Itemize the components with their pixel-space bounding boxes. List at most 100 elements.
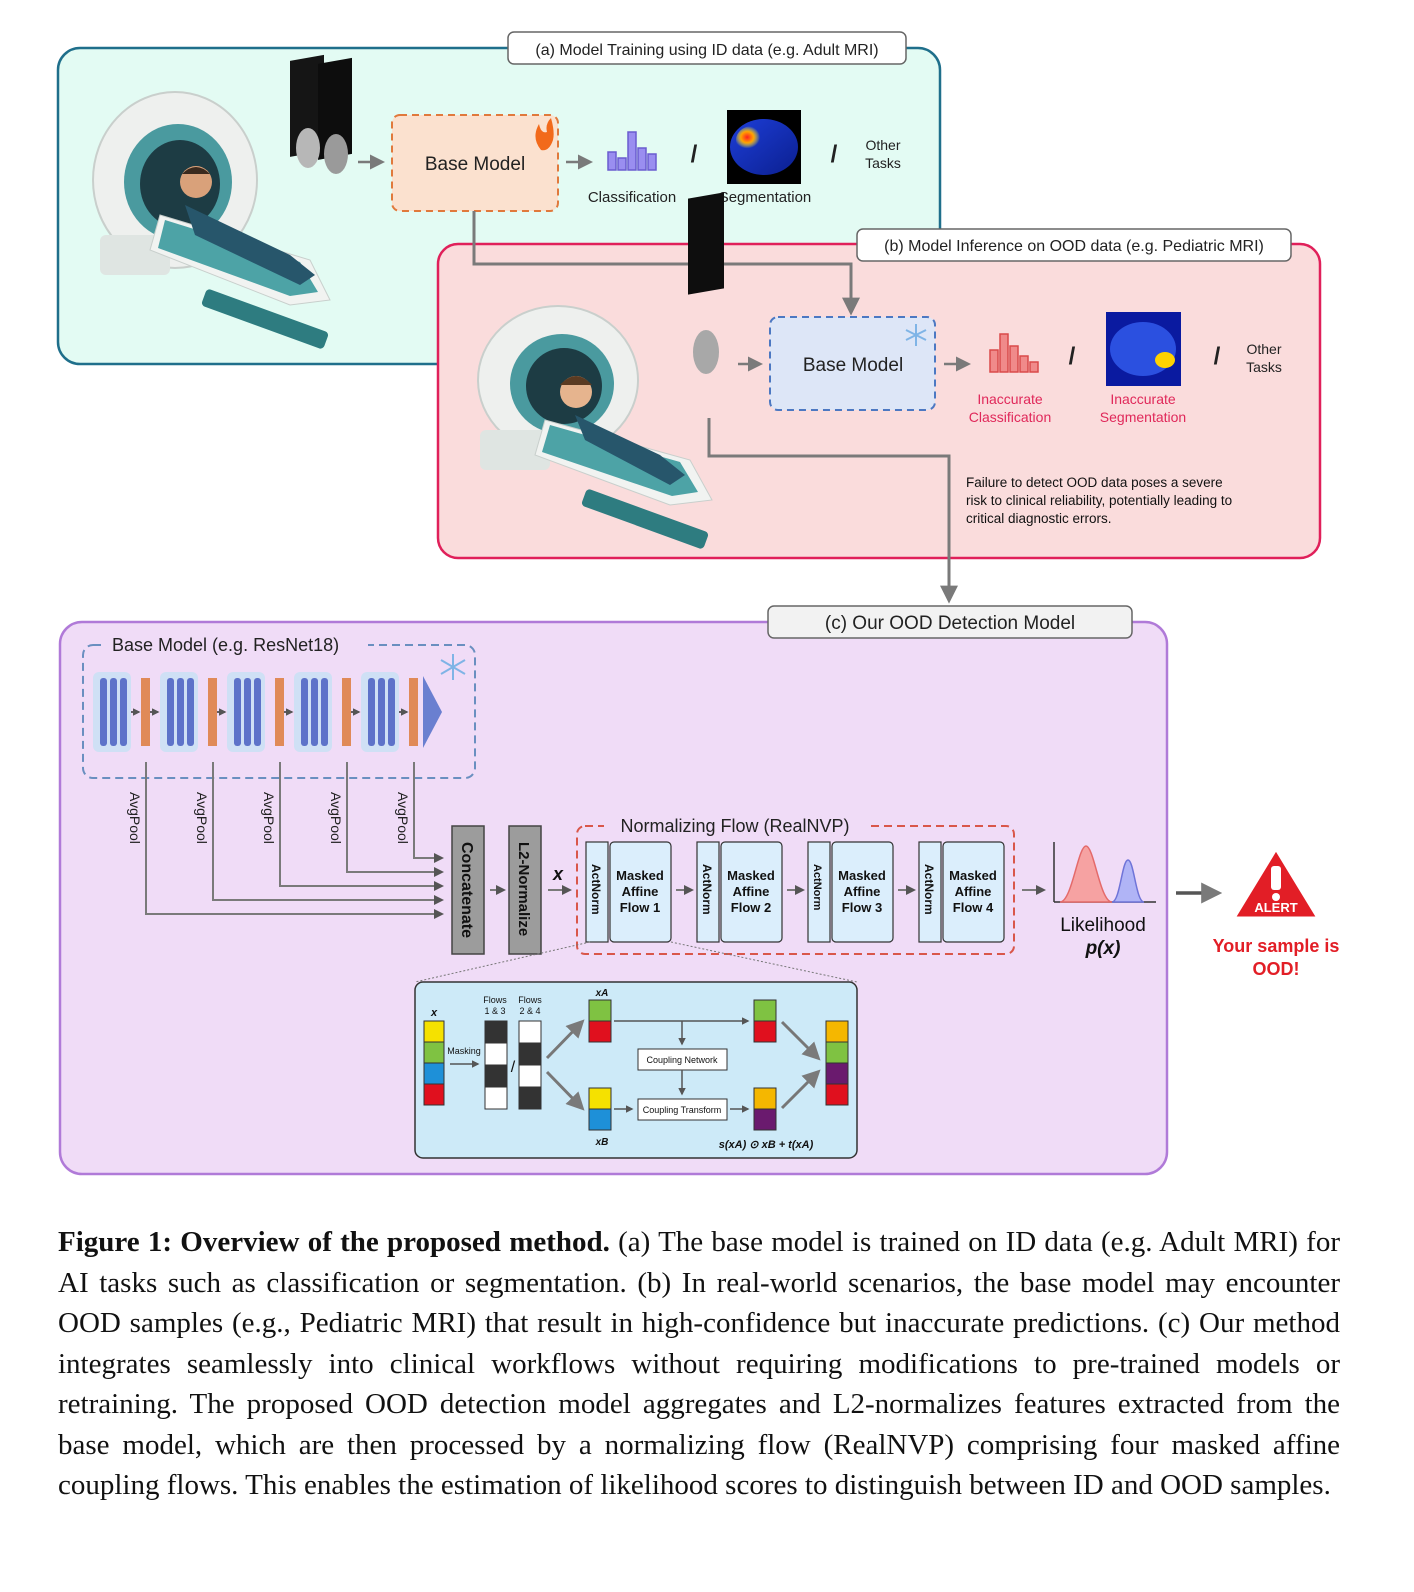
panel-c-header: (c) Our OOD Detection Model: [825, 613, 1075, 634]
avgpool-label-1: AvgPool: [127, 792, 143, 844]
flow-block-4: ActNorm Masked Affine Flow 4: [918, 841, 1005, 943]
inaccurate-segmentation-brain-icon: [1106, 312, 1181, 386]
caption-label: Figure 1: Overview of the proposed metho…: [58, 1226, 610, 1258]
flow-1-line2: Affine: [622, 884, 659, 899]
slash-b1: /: [1069, 343, 1076, 370]
flow-3-line1: Masked: [838, 868, 886, 883]
other-tasks-a-line2: Tasks: [865, 155, 901, 171]
x-symbol: x: [552, 864, 564, 884]
panel-b-header: (b) Model Inference on OOD data (e.g. Pe…: [884, 238, 1264, 255]
flow-4-line1: Masked: [949, 868, 997, 883]
flame-icon: [535, 118, 554, 151]
resnet-stage: [160, 672, 217, 752]
pediatric-mri-scanner-icon: [477, 305, 713, 549]
flow-2-line2: Affine: [733, 884, 770, 899]
xa-label: xA: [595, 988, 609, 999]
flows24-line1: Flows: [518, 995, 542, 1005]
warning-line2: risk to clinical reliability, potentiall…: [966, 493, 1232, 508]
classification-label: Classification: [588, 189, 676, 206]
alert-warning-icon: ALERT: [1232, 847, 1320, 920]
slash-a2: /: [831, 141, 838, 168]
panel-b: (b) Model Inference on OOD data (e.g. Pe…: [436, 192, 1322, 604]
resnet-stage: [361, 672, 418, 752]
coupling-transform-label: Coupling Transform: [643, 1105, 722, 1115]
resnet-label: Base Model (e.g. ResNet18): [112, 635, 339, 655]
inaccurate-segmentation-line1: Inaccurate: [1110, 391, 1176, 407]
avgpool-label-5: AvgPool: [395, 792, 411, 844]
resnet-stage: [93, 672, 150, 752]
resnet-stages: [93, 672, 442, 752]
adult-mri-scanner-icon: [92, 91, 331, 349]
alert-text-line2: OOD!: [1253, 959, 1300, 979]
actnorm-label-1: ActNorm: [589, 864, 603, 915]
flow-block-2: ActNorm Masked Affine Flow 2: [696, 841, 783, 943]
segmentation-brain-icon: [727, 110, 801, 184]
caption-text: (a) The base model is trained on ID data…: [58, 1226, 1340, 1501]
concatenate-box: [451, 825, 485, 955]
avgpool-label-4: AvgPool: [328, 792, 344, 844]
segmentation-label: Segmentation: [719, 189, 812, 206]
other-tasks-b-line1: Other: [1246, 341, 1281, 357]
flows24-line2: 2 & 4: [519, 1006, 540, 1016]
flow-1-line1: Masked: [616, 868, 664, 883]
coupling-network-label: Coupling Network: [646, 1055, 718, 1065]
avgpool-label-2: AvgPool: [194, 792, 210, 844]
adult-mri-slices-icon: [290, 54, 352, 174]
flows13-line1: Flows: [483, 995, 507, 1005]
flow-3-line2: Affine: [844, 884, 881, 899]
concatenate-label: Concatenate: [458, 842, 475, 938]
panel-a-header: (a) Model Training using ID data (e.g. A…: [535, 42, 878, 59]
likelihood-label: Likelihood: [1060, 915, 1146, 936]
slice-to-detector-arrow: [707, 418, 958, 604]
avgpool-label-3: AvgPool: [261, 792, 277, 844]
inaccurate-segmentation-line2: Segmentation: [1100, 409, 1186, 425]
base-model-label-b: Base Model: [803, 355, 903, 376]
other-tasks-b-line2: Tasks: [1246, 359, 1282, 375]
l2-normalize-label: L2-Normalize: [515, 842, 532, 936]
figure-caption: Figure 1: Overview of the proposed metho…: [58, 1222, 1340, 1506]
ood-method-diagram: (a) Model Training using ID data (e.g. A…: [56, 31, 1339, 1176]
classifier-head-icon: [423, 676, 442, 748]
flow-4-line2: Affine: [955, 884, 992, 899]
actnorm-label-4: ActNorm: [922, 864, 936, 915]
snowflake-icon: [905, 324, 927, 346]
panel-c: (c) Our OOD Detection Model Base Model (…: [58, 605, 1339, 1176]
likelihood-symbol: p(x): [1085, 938, 1121, 959]
flow-2-line1: Masked: [727, 868, 775, 883]
base-model-label-a: Base Model: [425, 154, 525, 175]
actnorm-label-2: ActNorm: [700, 864, 714, 915]
l2-normalize-box: [508, 825, 542, 955]
normalizing-flow-title: Normalizing Flow (RealNVP): [620, 816, 849, 836]
flows13-line2: 1 & 3: [484, 1006, 505, 1016]
inaccurate-classification-line2: Classification: [969, 409, 1051, 425]
alert-word: ALERT: [1254, 900, 1297, 915]
classification-histogram-icon: [607, 131, 657, 171]
snowflake-icon: [440, 654, 466, 680]
flow-1-line3: Flow 1: [620, 900, 660, 915]
flow-block-1: ActNorm Masked Affine Flow 1: [585, 841, 672, 943]
flow-3-line3: Flow 3: [842, 900, 882, 915]
avgpool-connectors: [145, 762, 444, 919]
weights-transfer-arrow: [472, 211, 860, 316]
warning-line1: Failure to detect OOD data poses a sever…: [966, 475, 1223, 490]
base-model-box-b: [769, 316, 936, 411]
xb-label: xB: [595, 1137, 609, 1148]
slash-b2: /: [1214, 343, 1221, 370]
warning-line3: critical diagnostic errors.: [966, 511, 1112, 526]
coupling-formula: s(xA) ⊙ xB + t(xA): [719, 1139, 814, 1151]
pediatric-mri-slice-icon: [688, 192, 724, 374]
actnorm-label-3: ActNorm: [811, 864, 823, 911]
flow-block-3: ActNorm Masked Affine Flow 3: [807, 841, 894, 943]
likelihood-distribution-icon: [1053, 842, 1156, 903]
other-tasks-a-line1: Other: [865, 137, 900, 153]
resnet-stage: [227, 672, 284, 752]
detail-x-label: x: [430, 1007, 438, 1019]
flow-4-line3: Flow 4: [953, 900, 994, 915]
coupling-detail-inset: x Masking Flows 1 & 3 / Flows 2 & 4 xA: [414, 981, 858, 1159]
panel-a: (a) Model Training using ID data (e.g. A…: [56, 31, 942, 366]
flow-2-line3: Flow 2: [731, 900, 771, 915]
resnet-stage: [294, 672, 351, 752]
slash-a1: /: [691, 141, 698, 168]
detail-slash: /: [511, 1059, 516, 1076]
inaccurate-classification-line1: Inaccurate: [977, 391, 1043, 407]
